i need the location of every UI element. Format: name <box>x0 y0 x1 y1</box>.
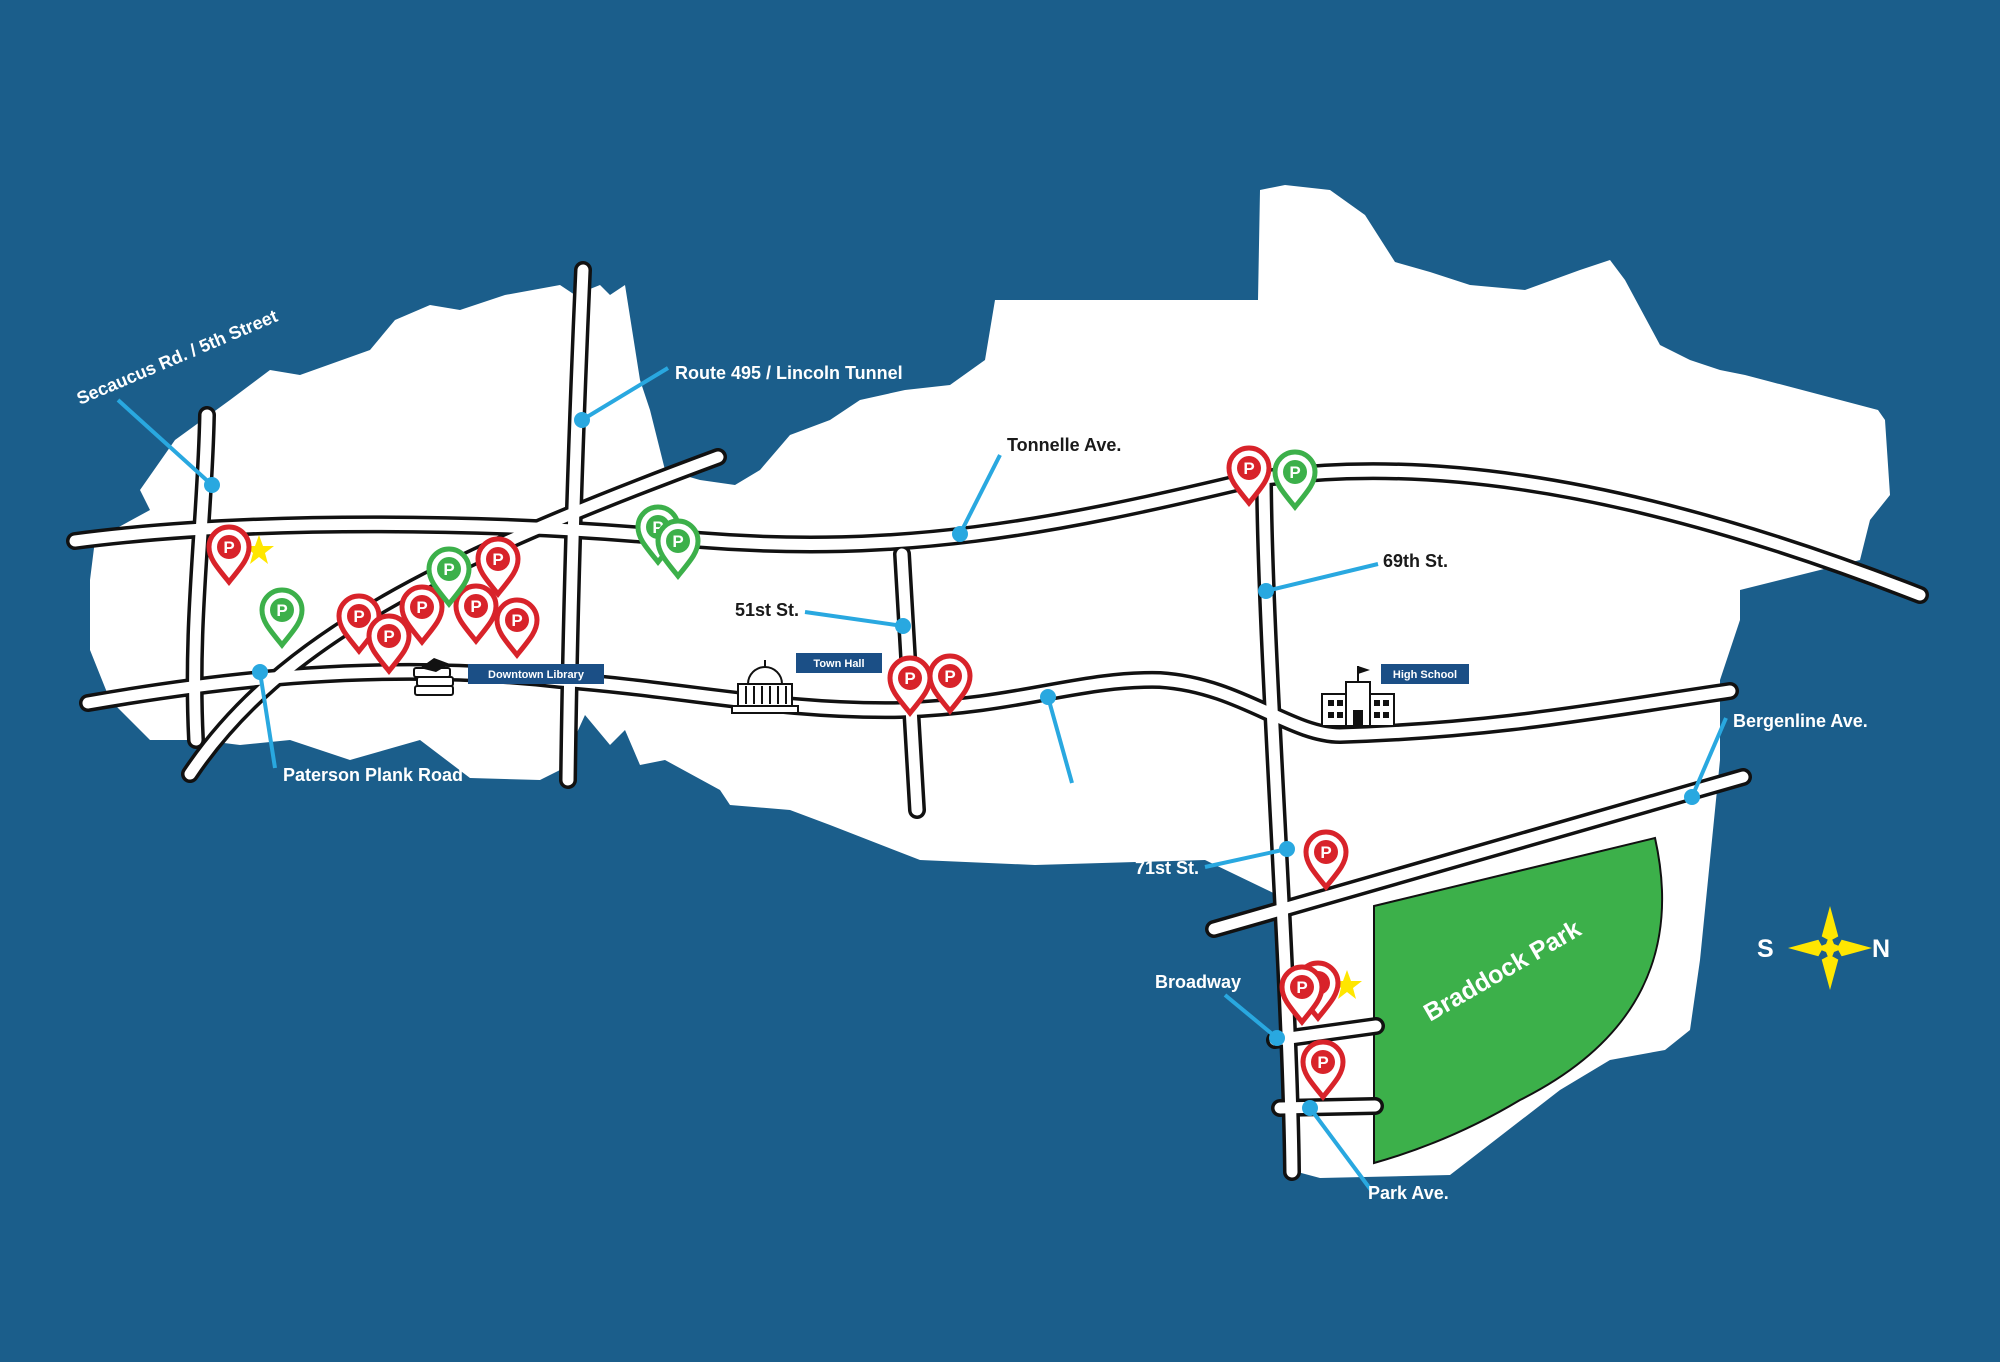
capitol-building-icon <box>731 660 799 714</box>
street-label-route495: Route 495 / Lincoln Tunnel <box>675 363 903 383</box>
street-label-broadway: Broadway <box>1155 972 1241 992</box>
street-label-tonnelle: Tonnelle Ave. <box>1007 435 1121 455</box>
label-leaders <box>116 366 1728 1192</box>
compass-rose-icon <box>1788 906 1872 990</box>
school-building-icon <box>1321 666 1395 727</box>
town-hall-badge <box>796 653 882 673</box>
town-hall-label: Town Hall <box>813 658 864 670</box>
high-school-label: High School <box>1393 669 1457 681</box>
braddock-park-area <box>1373 836 1664 1165</box>
roads <box>66 261 1929 1181</box>
street-label-parkave: Park Ave. <box>1368 1183 1449 1203</box>
street-label-51st: 51st St. <box>735 600 799 620</box>
street-label-69th: 69th St. <box>1383 551 1448 571</box>
street-label-kennedy: Kennedy Blvd. <box>1075 782 1200 802</box>
downtown-library-badge <box>468 664 604 684</box>
high-school-badge <box>1381 664 1469 684</box>
star-icon <box>1332 970 1362 999</box>
compass-north-label: N <box>1872 935 1890 963</box>
downtown-library-label: Downtown Library <box>488 669 585 681</box>
library-books-icon <box>413 658 454 696</box>
compass-south-label: S <box>1757 935 1774 963</box>
street-label-71st: 71st St. <box>1135 858 1199 878</box>
star-icon <box>244 535 274 564</box>
street-label-paterson: Paterson Plank Road <box>283 765 463 785</box>
street-label-bergenline: Bergenline Ave. <box>1733 711 1868 731</box>
